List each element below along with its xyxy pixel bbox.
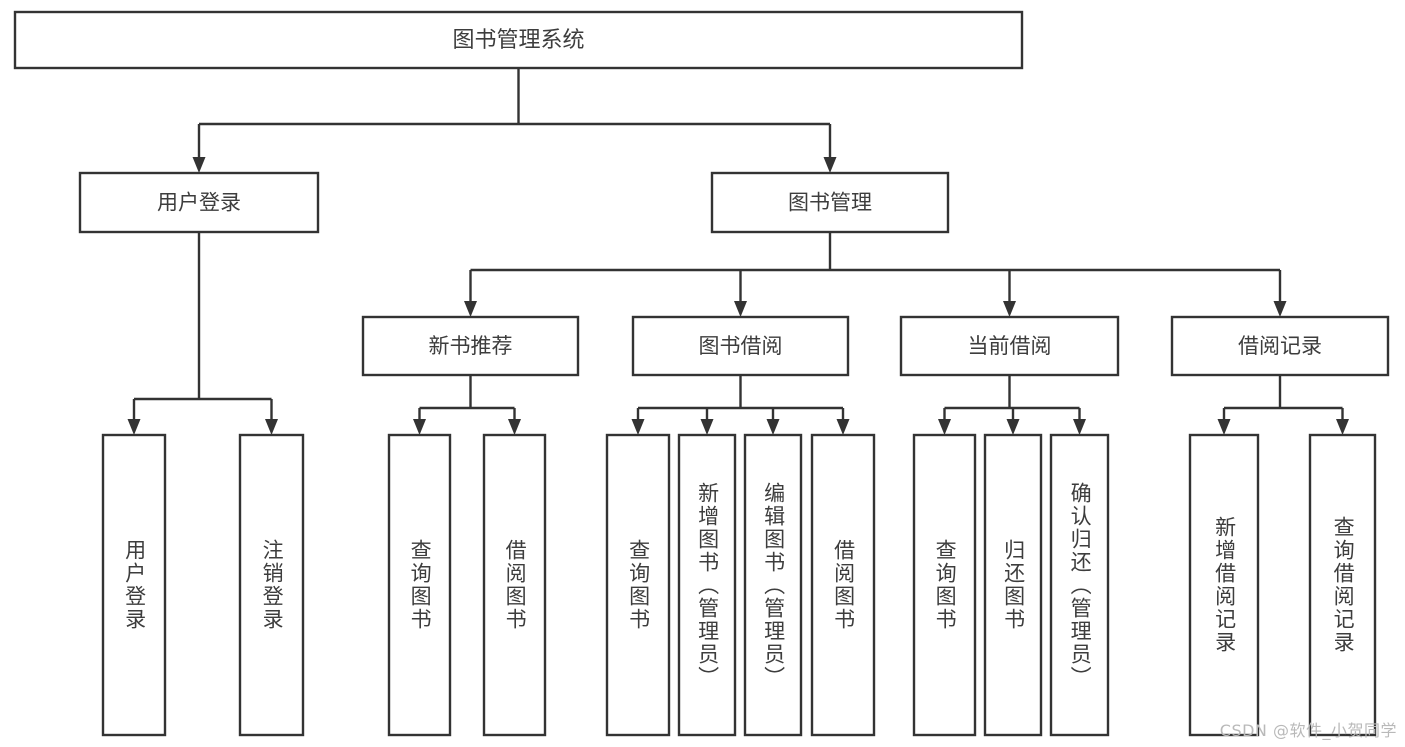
node-box-leaf-query-book-1[interactable] [387,433,452,737]
arrow-head-leaf-add-book [700,419,714,435]
arrow-head-leaf-query-book-1 [413,419,426,435]
arrow-head-leaf-query-book-3 [938,419,951,435]
node-label-borrow: 图书借阅 [699,334,783,358]
node-box-newbook[interactable] [361,315,580,377]
node-box-leaf-add-record[interactable] [1188,433,1260,737]
arrow-head-leaf-user-login [127,419,141,435]
arrow-head-current [1003,301,1016,317]
node-box-root[interactable] [13,10,1024,70]
node-label-bookmgmt: 图书管理 [788,191,872,215]
arrow-head-leaf-logout [265,419,278,435]
node-box-leaf-user-login[interactable] [101,433,167,737]
node-box-leaf-add-book[interactable] [677,433,737,737]
node-box-leaf-confirm-return[interactable] [1049,433,1110,737]
arrow-head-leaf-confirm-return [1073,419,1086,435]
arrow-head-leaf-borrow-book-2 [836,419,850,435]
arrow-head-records [1273,301,1287,317]
node-box-leaf-query-book-3[interactable] [912,433,977,737]
node-box-leaf-return-book[interactable] [983,433,1043,737]
arrow-head-leaf-query-book-2 [631,419,645,435]
node-box-borrow[interactable] [631,315,850,377]
node-label-login: 用户登录 [157,191,241,215]
arrow-head-leaf-borrow-book-1 [508,419,521,435]
node-label-records: 借阅记录 [1238,334,1322,358]
node-label-root: 图书管理系统 [452,28,584,53]
node-box-leaf-borrow-book-2[interactable] [810,433,876,737]
arrow-head-login [192,157,206,173]
node-box-bookmgmt[interactable] [710,171,950,234]
arrow-head-leaf-return-book [1006,419,1020,435]
node-box-leaf-logout[interactable] [238,433,305,737]
node-box-leaf-query-book-2[interactable] [605,433,671,737]
node-box-current[interactable] [899,315,1120,377]
boxes-layer [13,10,1390,737]
node-box-records[interactable] [1170,315,1390,377]
watermark-text: CSDN @软件_小贺同学 [1219,721,1397,740]
arrow-head-leaf-add-record [1217,419,1231,435]
arrow-head-leaf-edit-book [766,419,780,435]
node-label-newbook: 新书推荐 [429,334,513,358]
arrow-head-borrow [734,301,747,317]
edges-layer [127,68,1349,435]
node-box-leaf-edit-book[interactable] [743,433,803,737]
arrow-head-leaf-query-record [1336,419,1349,435]
arrow-head-bookmgmt [823,157,837,173]
arrow-head-newbook [464,301,477,317]
node-box-leaf-borrow-book-1[interactable] [482,433,547,737]
node-box-login[interactable] [78,171,320,234]
node-box-leaf-query-record[interactable] [1308,433,1377,737]
node-label-current: 当前借阅 [968,334,1052,358]
